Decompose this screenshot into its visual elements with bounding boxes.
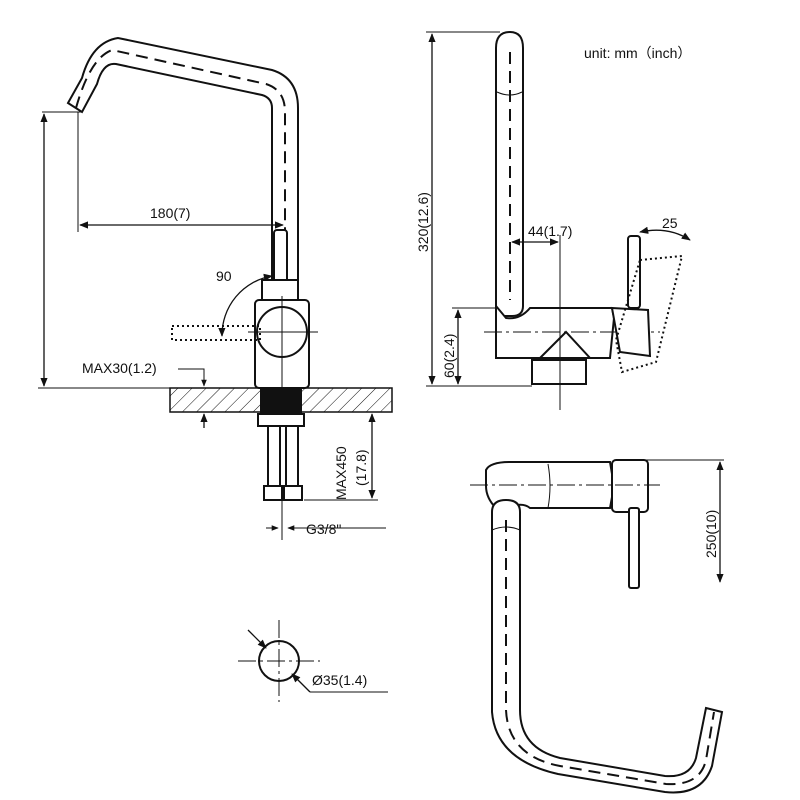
handle-offset-label: 44(1.7) [528,223,572,239]
hole-diameter-label: Ø35(1.4) [312,672,367,688]
front-spout [66,36,299,301]
max-deck-label: MAX30(1.2) [82,360,157,376]
connector-label: G3/8" [306,521,341,537]
top-depth-label: 250(10) [703,510,719,558]
front-nut [257,413,305,427]
max-hose-inch-label: (17.8) [353,449,369,486]
spout-reach-label: 180(7) [150,205,190,221]
hose-right-fitting [283,485,303,501]
swivel-angle-label: 90 [216,268,232,284]
front-shank [260,388,302,416]
front-view: 180(7) 90 MAX30(1.2) MAX450 (17.8) G3/8" [38,36,393,540]
top-handle-base [611,459,649,513]
side-base [531,359,587,385]
max-hose-label: MAX450 [333,446,349,500]
swivel-angle-arc [218,273,273,337]
handle-angle-label: 25 [662,215,678,231]
hose-right [285,425,299,489]
mounting-hole-detail: Ø35(1.4) [238,620,388,702]
top-handle [628,507,640,589]
side-handle [627,235,641,309]
top-view: 250(10) [470,459,724,794]
handle-angle-arc [639,226,691,241]
height-label: 320(12.6) [415,192,431,252]
unit-note: unit: mm（inch） [584,45,691,61]
base-height-label: 60(2.4) [441,334,457,378]
top-spout [491,498,724,794]
hose-left [267,425,281,489]
front-handle-rotated [171,325,261,341]
side-handle-tilted [614,254,684,374]
hose-left-fitting [263,485,283,501]
side-view: unit: mm（inch） 320(12.6) 60(2.4) 44(1.7)… [415,30,691,410]
